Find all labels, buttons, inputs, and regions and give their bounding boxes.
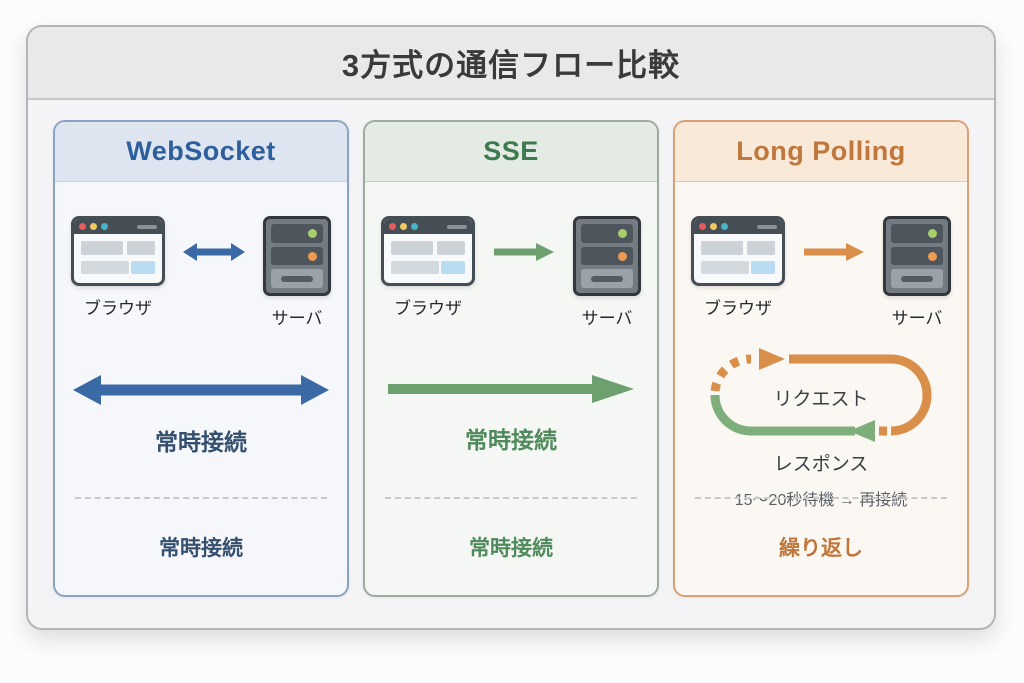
comparison-card: 3方式の通信フロー比較 WebSocket [26, 25, 996, 630]
panel-sse: SSE [363, 120, 659, 597]
browser-icon [71, 216, 165, 286]
panel-longpolling: Long Polling [673, 120, 969, 597]
longpolling-io-row: ブラウザ サ [675, 216, 967, 329]
server-led-green-icon [618, 228, 627, 238]
browser-label: ブラウザ [84, 299, 152, 318]
panel-websocket-title: WebSocket [55, 122, 347, 182]
browser-node: ブラウザ [71, 216, 165, 319]
dashed-divider [75, 497, 327, 499]
server-led-orange-icon [928, 251, 937, 261]
window-dot-blue-icon [101, 223, 108, 230]
window-dot-yellow-icon [710, 223, 717, 230]
browser-menu-pill [137, 224, 157, 229]
window-dot-yellow-icon [90, 223, 97, 230]
polling-loop-icon [710, 348, 932, 442]
server-label: サーバ [271, 309, 323, 328]
sse-connection [475, 240, 573, 264]
server-node: サーバ [263, 216, 331, 329]
window-dot-blue-icon [411, 223, 418, 230]
server-led-green-icon [308, 228, 317, 238]
browser-icon [691, 216, 785, 286]
sse-mid-label: 常時接続 [465, 427, 557, 453]
server-icon [573, 216, 641, 296]
card-header: 3方式の通信フロー比較 [28, 27, 994, 100]
browser-menu-pill [447, 224, 467, 229]
right-arrow-icon [804, 243, 864, 261]
browser-node: ブラウザ [381, 216, 475, 319]
panel-longpolling-title: Long Polling [675, 122, 967, 182]
server-icon [263, 216, 331, 296]
server-label: サーバ [581, 309, 633, 328]
websocket-connection [165, 240, 263, 264]
card-body: WebSocket [28, 100, 994, 597]
websocket-mid-label: 常時接続 [155, 429, 247, 455]
page-title: 3方式の通信フロー比較 [341, 48, 681, 83]
browser-node: ブラウザ [691, 216, 785, 319]
server-led-orange-icon [618, 251, 627, 261]
right-arrow-icon [494, 243, 554, 261]
websocket-io-row: ブラウザ サ [55, 216, 347, 329]
bidirectional-arrow-icon [183, 243, 245, 261]
window-dot-red-icon [79, 223, 86, 230]
server-node: サーバ [883, 216, 951, 329]
dashed-divider [695, 497, 947, 499]
server-node: サーバ [573, 216, 641, 329]
browser-label: ブラウザ [394, 299, 462, 318]
request-label: リクエスト [773, 389, 869, 410]
window-dot-red-icon [389, 223, 396, 230]
window-dot-red-icon [699, 223, 706, 230]
browser-icon [381, 216, 475, 286]
panel-sse-title: SSE [365, 122, 657, 182]
longpolling-bottom-label: 繰り返し [779, 537, 863, 560]
browser-menu-pill [757, 224, 777, 229]
response-label: レスポンス [773, 454, 869, 475]
browser-label: ブラウザ [704, 299, 772, 318]
large-bidirectional-arrow-icon [73, 375, 329, 405]
server-icon [883, 216, 951, 296]
server-led-green-icon [928, 228, 937, 238]
large-right-arrow-icon [388, 375, 634, 403]
window-dot-blue-icon [721, 223, 728, 230]
sse-flow: 常時接続 [365, 373, 657, 455]
server-led-orange-icon [308, 251, 317, 261]
window-dot-yellow-icon [400, 223, 407, 230]
server-label: サーバ [891, 309, 943, 328]
dashed-divider [385, 497, 637, 499]
panel-websocket: WebSocket [53, 120, 349, 597]
sse-bottom-label: 常時接続 [469, 537, 553, 560]
websocket-flow: 常時接続 [55, 373, 347, 457]
wait-note: 15〜20秒待機 → 再接続 [734, 492, 908, 509]
sse-io-row: ブラウザ サ [365, 216, 657, 329]
longpolling-flow: リクエスト レスポンス 15〜20秒待機 → 再接続 [675, 347, 967, 510]
longpolling-connection [785, 240, 883, 264]
browser-titlebar [74, 219, 162, 234]
websocket-bottom-label: 常時接続 [159, 537, 243, 560]
